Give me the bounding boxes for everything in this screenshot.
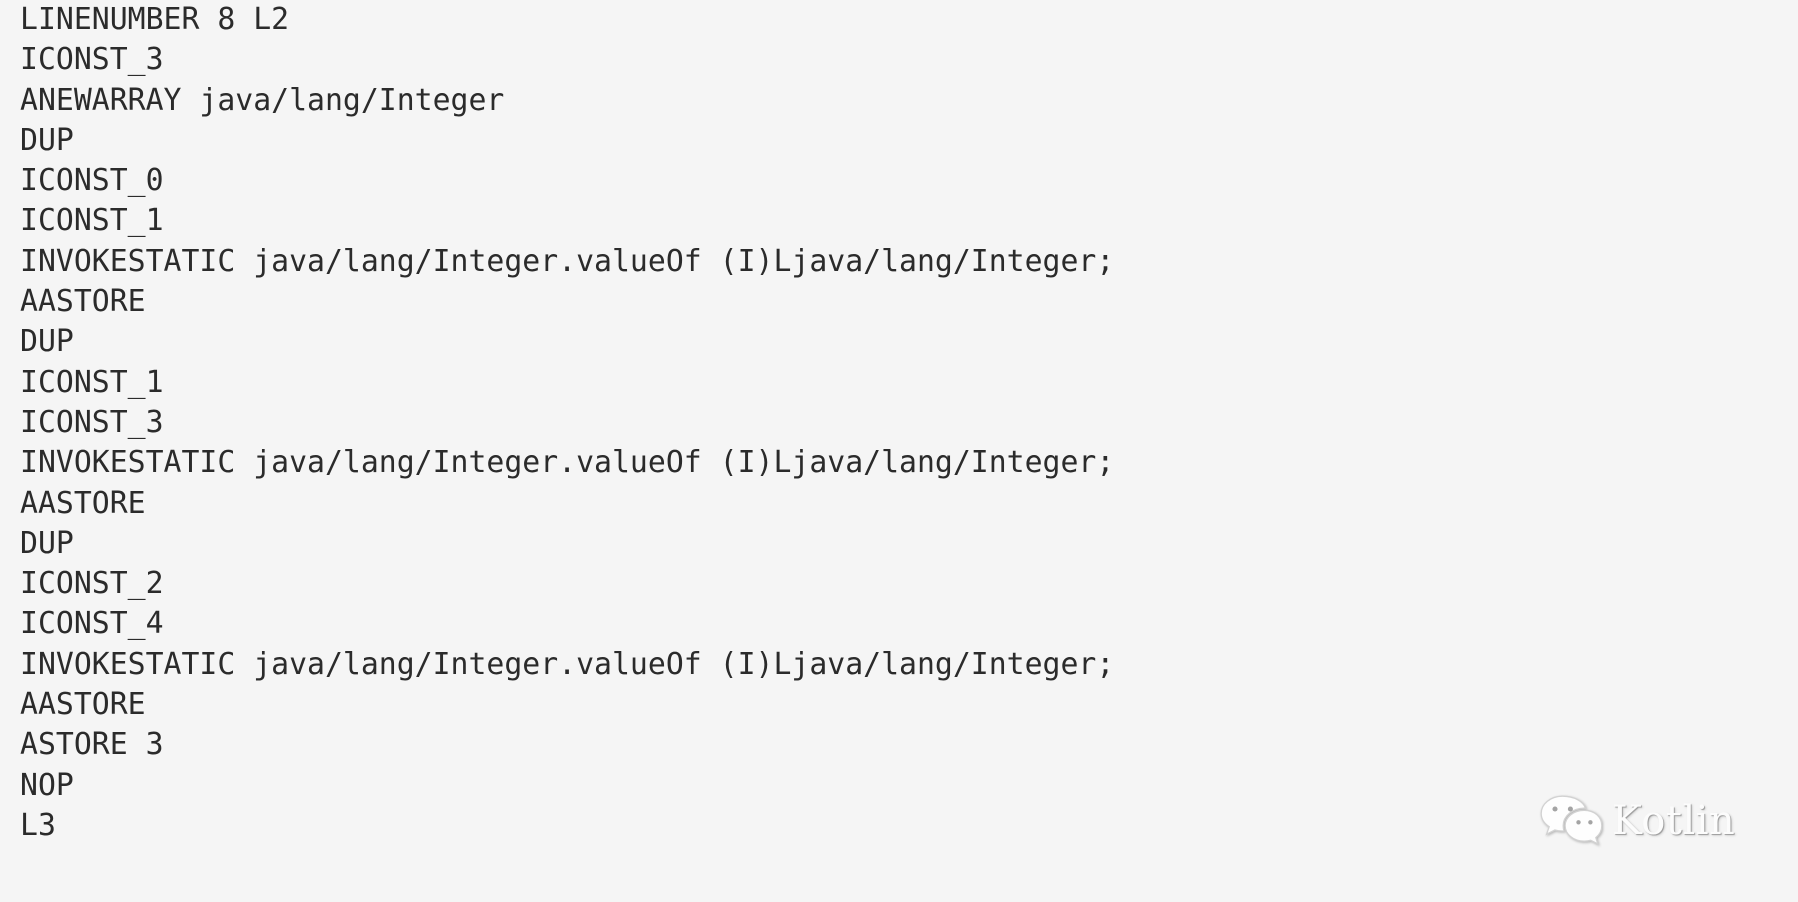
code-line: DUP bbox=[20, 525, 74, 561]
code-line: AASTORE bbox=[20, 485, 146, 521]
code-line: INVOKESTATIC java/lang/Integer.valueOf (… bbox=[20, 243, 1115, 279]
code-line: ICONST_0 bbox=[20, 163, 164, 199]
code-line: LINENUMBER 8 L2 bbox=[20, 2, 290, 37]
code-line: ANEWARRAY java/lang/Integer bbox=[20, 82, 505, 118]
code-line: NOP bbox=[20, 767, 74, 803]
code-line: ICONST_3 bbox=[20, 42, 164, 78]
code-line: ICONST_1 bbox=[20, 364, 164, 400]
bytecode-listing: LINENUMBER 8 L2 ICONST_3 ANEWARRAY java/… bbox=[20, 0, 1520, 846]
code-line: AASTORE bbox=[20, 284, 146, 320]
code-line: ICONST_4 bbox=[20, 606, 164, 642]
code-line: ICONST_1 bbox=[20, 203, 164, 239]
wechat-icon bbox=[1540, 795, 1602, 846]
code-line: L3 bbox=[20, 807, 56, 843]
watermark: Kotlin bbox=[1540, 788, 1750, 854]
code-line: DUP bbox=[20, 122, 74, 158]
code-line: DUP bbox=[20, 324, 74, 360]
code-line: ICONST_2 bbox=[20, 566, 164, 602]
code-line: INVOKESTATIC java/lang/Integer.valueOf (… bbox=[20, 445, 1115, 481]
code-line: INVOKESTATIC java/lang/Integer.valueOf (… bbox=[20, 646, 1115, 682]
code-line: ICONST_3 bbox=[20, 404, 164, 440]
code-line: AASTORE bbox=[20, 687, 146, 723]
watermark-label: Kotlin bbox=[1612, 798, 1736, 844]
code-line: ASTORE 3 bbox=[20, 727, 164, 763]
